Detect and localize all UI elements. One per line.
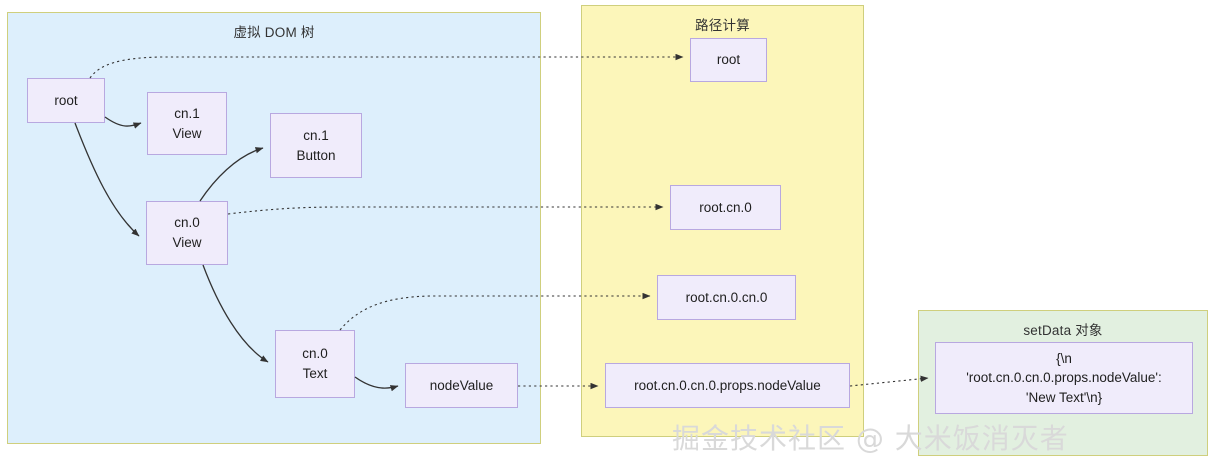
path-node-root-cn0-cn0-label: root.cn.0.cn.0 bbox=[685, 289, 768, 305]
path-node-root-cn0-label: root.cn.0 bbox=[699, 199, 752, 215]
setdata-object-node[interactable]: {\n 'root.cn.0.cn.0.props.nodeValue': 'N… bbox=[935, 342, 1193, 414]
node-cn0-view-line2: View bbox=[172, 235, 202, 250]
node-cn1-button-line1: cn.1 bbox=[303, 127, 329, 143]
panel-title-virtual-dom-tree: 虚拟 DOM 树 bbox=[233, 25, 315, 40]
node-root-label: root bbox=[54, 92, 78, 108]
path-node-root-cn0-cn0[interactable]: root.cn.0.cn.0 bbox=[657, 275, 796, 320]
node-cn0-text[interactable]: cn.0 Text bbox=[275, 330, 355, 398]
node-nodevalue-label: nodeValue bbox=[429, 377, 494, 393]
path-node-props-nodevalue-label: root.cn.0.cn.0.props.nodeValue bbox=[634, 377, 821, 393]
node-cn1-view[interactable]: cn.1 View bbox=[147, 92, 227, 155]
path-node-root-cn0-cn0-props-nodevalue[interactable]: root.cn.0.cn.0.props.nodeValue bbox=[605, 363, 850, 408]
setdata-line-1: {\n bbox=[1056, 350, 1072, 366]
panel-title-path-calculation: 路径计算 bbox=[695, 18, 750, 33]
panel-title-setdata-object: setData 对象 bbox=[1023, 323, 1103, 338]
node-nodevalue[interactable]: nodeValue bbox=[405, 363, 518, 408]
node-cn1-view-line2: View bbox=[172, 125, 202, 141]
node-cn1-button[interactable]: cn.1 Button bbox=[270, 113, 362, 178]
setdata-line-3: 'New Text'\n} bbox=[1025, 389, 1103, 405]
path-node-root-cn0[interactable]: root.cn.0 bbox=[670, 185, 781, 230]
node-cn1-view-line1: cn.1 bbox=[174, 105, 200, 121]
node-root[interactable]: root bbox=[27, 78, 105, 123]
node-cn0-view-line1: cn.0 bbox=[174, 215, 200, 231]
path-node-root-label: root bbox=[716, 52, 741, 68]
node-cn1-button-line2: Button bbox=[296, 147, 336, 163]
node-cn0-view[interactable]: cn.0 View bbox=[146, 201, 228, 265]
setdata-line-2: 'root.cn.0.cn.0.props.nodeValue': bbox=[966, 370, 1162, 386]
node-cn0-text-line1: cn.0 bbox=[302, 346, 328, 362]
watermark-text: 掘金技术社区 @ 大米饭消灭者 bbox=[672, 422, 1069, 455]
path-node-root[interactable]: root bbox=[690, 38, 767, 82]
node-cn0-text-line2: Text bbox=[302, 366, 328, 381]
